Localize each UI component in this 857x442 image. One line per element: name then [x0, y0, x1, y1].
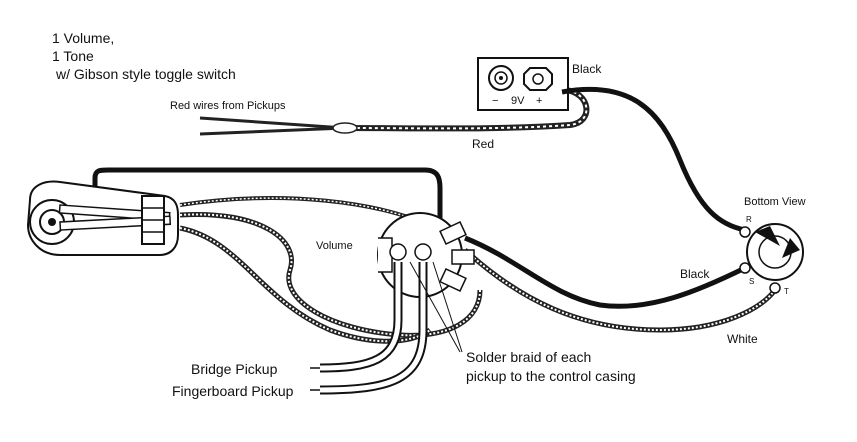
battery-plus-label: +: [536, 95, 543, 107]
label-black-top: Black: [572, 62, 602, 76]
bridge-pickup-connector: [389, 243, 407, 261]
label-bridge-pickup: Bridge Pickup: [191, 361, 278, 377]
white-wires: [179, 196, 777, 344]
output-jack: [739, 223, 804, 294]
heading-line3: w/ Gibson style toggle switch: [56, 66, 236, 82]
battery-minus-label: −: [492, 95, 499, 107]
battery-clip: [477, 57, 569, 111]
jack-r-label: R: [746, 215, 752, 224]
jack-s-label: S: [749, 277, 755, 286]
black-wire-jack: [464, 235, 747, 309]
label-red: Red: [472, 137, 495, 151]
red-wire: [199, 87, 590, 136]
label-volume: Volume: [316, 240, 353, 252]
label-fingerboard-pickup: Fingerboard Pickup: [172, 383, 294, 399]
label-solder-line2: pickup to the control casing: [466, 368, 636, 384]
jack-ring-lug: [739, 226, 751, 238]
toggle-switch: [26, 180, 179, 256]
heading-line2: 1 Tone: [52, 48, 94, 64]
jack-sleeve-lug: [739, 262, 751, 274]
black-wire-switch: [92, 167, 443, 228]
jack-t-label: T: [784, 287, 789, 296]
solder-pointers: [409, 261, 463, 353]
label-red-wires: Red wires from Pickups: [170, 100, 286, 112]
battery-voltage-label: 9V: [511, 95, 525, 107]
jack-tip-lug: [769, 282, 781, 294]
label-white: White: [727, 332, 758, 346]
fingerboard-pickup-connector: [414, 243, 432, 261]
heading-line1: 1 Volume,: [52, 30, 115, 46]
pickup-leads: [310, 262, 428, 395]
label-black-jack: Black: [680, 267, 710, 281]
label-bottom-view: Bottom View: [744, 196, 806, 208]
black-wire-battery: [561, 86, 746, 233]
label-solder-line1: Solder braid of each: [466, 349, 592, 365]
